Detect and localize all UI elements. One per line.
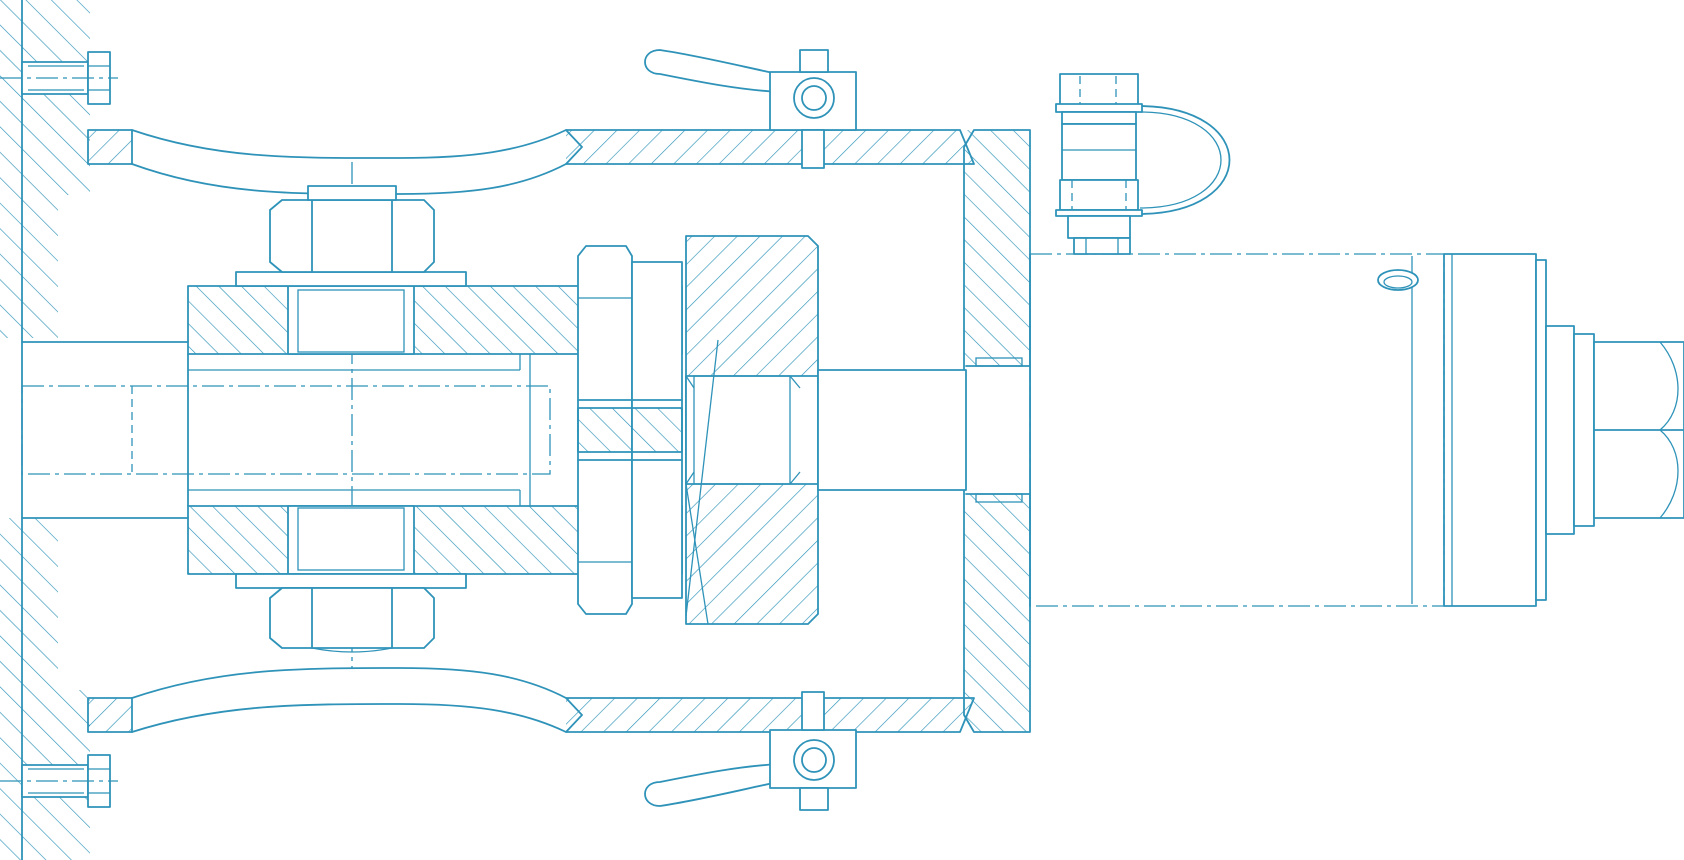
wing-screw-bottom <box>644 691 857 811</box>
rod-nut <box>685 235 819 625</box>
hex-bolt-bottom <box>0 754 118 808</box>
clevis-pin <box>21 385 551 475</box>
wing-screw-top <box>644 49 857 169</box>
hex-end-fitting <box>1545 325 1684 535</box>
cylinder-body <box>1029 253 1547 607</box>
housing <box>87 129 1031 733</box>
bottom-nut <box>235 573 467 653</box>
top-nut <box>235 185 467 287</box>
wall-flange <box>0 0 189 860</box>
quick-coupler <box>1055 73 1231 255</box>
piston-rod <box>817 369 967 491</box>
hex-bolt-top <box>0 51 118 105</box>
jam-nut <box>577 245 683 615</box>
